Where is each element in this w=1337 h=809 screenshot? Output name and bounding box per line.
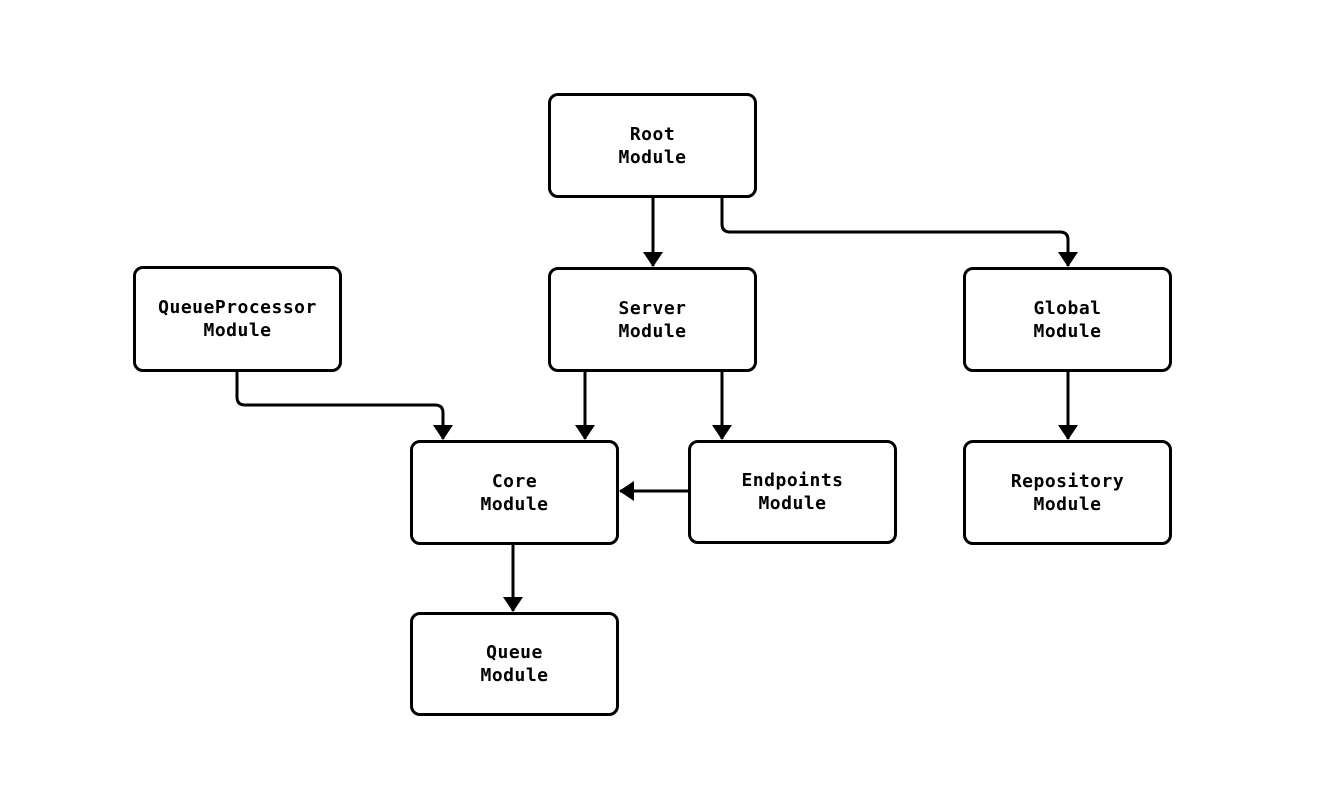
node-repository-module: Repository Module: [963, 440, 1172, 545]
node-core-module: Core Module: [410, 440, 619, 545]
node-label-repository-module: Repository Module: [1010, 470, 1125, 515]
node-global-module: Global Module: [963, 267, 1172, 372]
node-label-core-module: Core Module: [480, 470, 549, 515]
node-label-server-module: Server Module: [618, 297, 687, 342]
node-queueprocessor-module: QueueProcessor Module: [133, 266, 342, 372]
node-label-queueprocessor-module: QueueProcessor Module: [158, 297, 317, 341]
node-label-queue-module: Queue Module: [480, 642, 549, 686]
node-server-module: Server Module: [548, 267, 757, 372]
node-queue-module: Queue Module: [410, 612, 619, 716]
node-endpoints-module: Endpoints Module: [688, 440, 897, 544]
node-label-endpoints-module: Endpoints Module: [741, 470, 844, 514]
node-label-global-module: Global Module: [1033, 297, 1102, 342]
edge-queueprocessor-module-to-core-module: [235, 372, 453, 440]
edge-root-module-to-global-module: [720, 198, 1078, 267]
node-root-module: Root Module: [548, 93, 757, 198]
node-label-root-module: Root Module: [618, 123, 687, 168]
